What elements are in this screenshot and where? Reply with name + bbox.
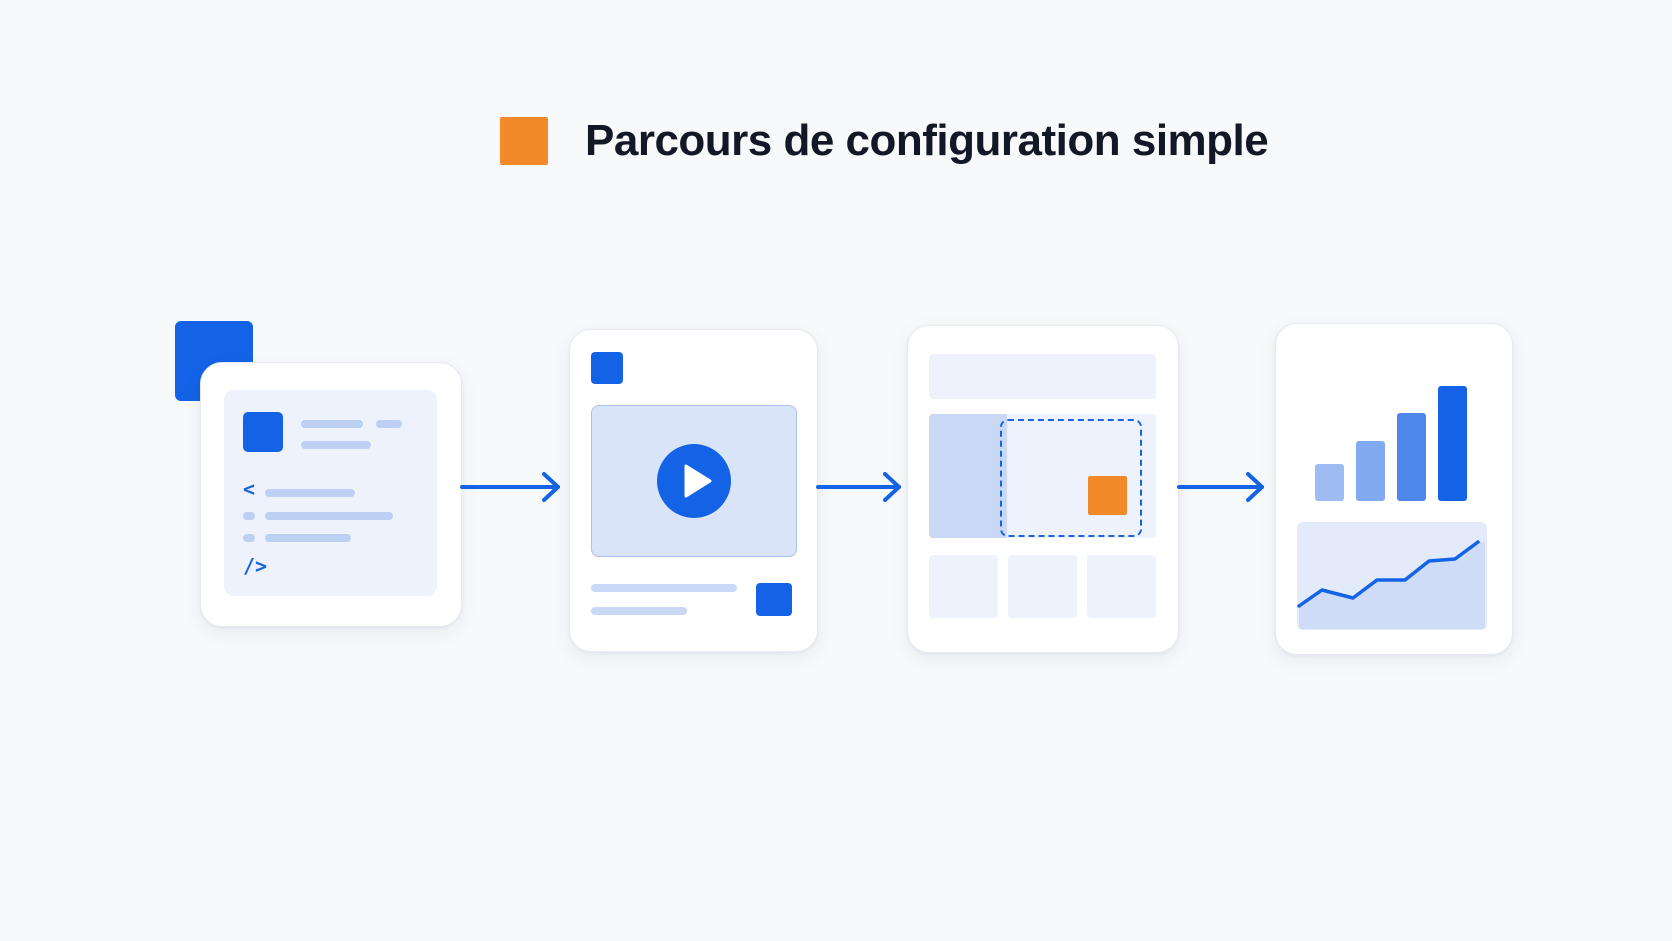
draggable-widget-square[interactable] <box>1088 476 1127 515</box>
video-preview[interactable] <box>591 405 797 557</box>
video-action-button[interactable] <box>756 583 792 616</box>
analytics-chart-icon <box>1297 522 1487 630</box>
chart-bar <box>1397 413 1426 501</box>
step2-video-card[interactable] <box>569 329 818 652</box>
layout-tile <box>1087 555 1156 618</box>
code-line <box>301 441 371 449</box>
drop-zone-dashed[interactable] <box>1000 419 1142 537</box>
video-caption-line <box>591 607 687 615</box>
title-row: Parcours de configuration simple <box>500 116 1269 166</box>
title-marker-square <box>500 117 548 165</box>
video-badge-square <box>591 352 623 384</box>
arrow-right-icon <box>1177 472 1264 502</box>
code-bullet <box>243 534 255 542</box>
layout-tile <box>929 555 998 618</box>
layout-sidebar-block <box>929 414 1007 538</box>
open-bracket-marker: < <box>243 477 256 501</box>
video-caption-line <box>591 584 737 592</box>
layout-tile <box>1008 555 1077 618</box>
code-line <box>265 534 351 542</box>
arrow-right-icon <box>816 472 901 502</box>
code-line <box>265 512 393 520</box>
chart-bar <box>1438 386 1467 501</box>
code-line <box>265 489 355 497</box>
close-tag-marker: /> <box>243 554 268 578</box>
step1-code-card[interactable]: < /> <box>200 362 462 627</box>
chart-bar <box>1356 441 1385 501</box>
layout-header-block <box>929 354 1156 399</box>
code-line <box>376 420 402 428</box>
code-line <box>301 420 363 428</box>
chart-bar <box>1315 464 1344 501</box>
step4-analytics-card[interactable] <box>1275 323 1513 655</box>
code-editor-panel: < /> <box>224 390 437 596</box>
play-icon[interactable] <box>656 443 732 519</box>
page-title: Parcours de configuration simple <box>585 116 1269 165</box>
step3-layout-card[interactable] <box>907 325 1179 653</box>
code-editor-icon <box>243 412 283 452</box>
arrow-right-icon <box>460 472 560 502</box>
code-bullet <box>243 512 255 520</box>
